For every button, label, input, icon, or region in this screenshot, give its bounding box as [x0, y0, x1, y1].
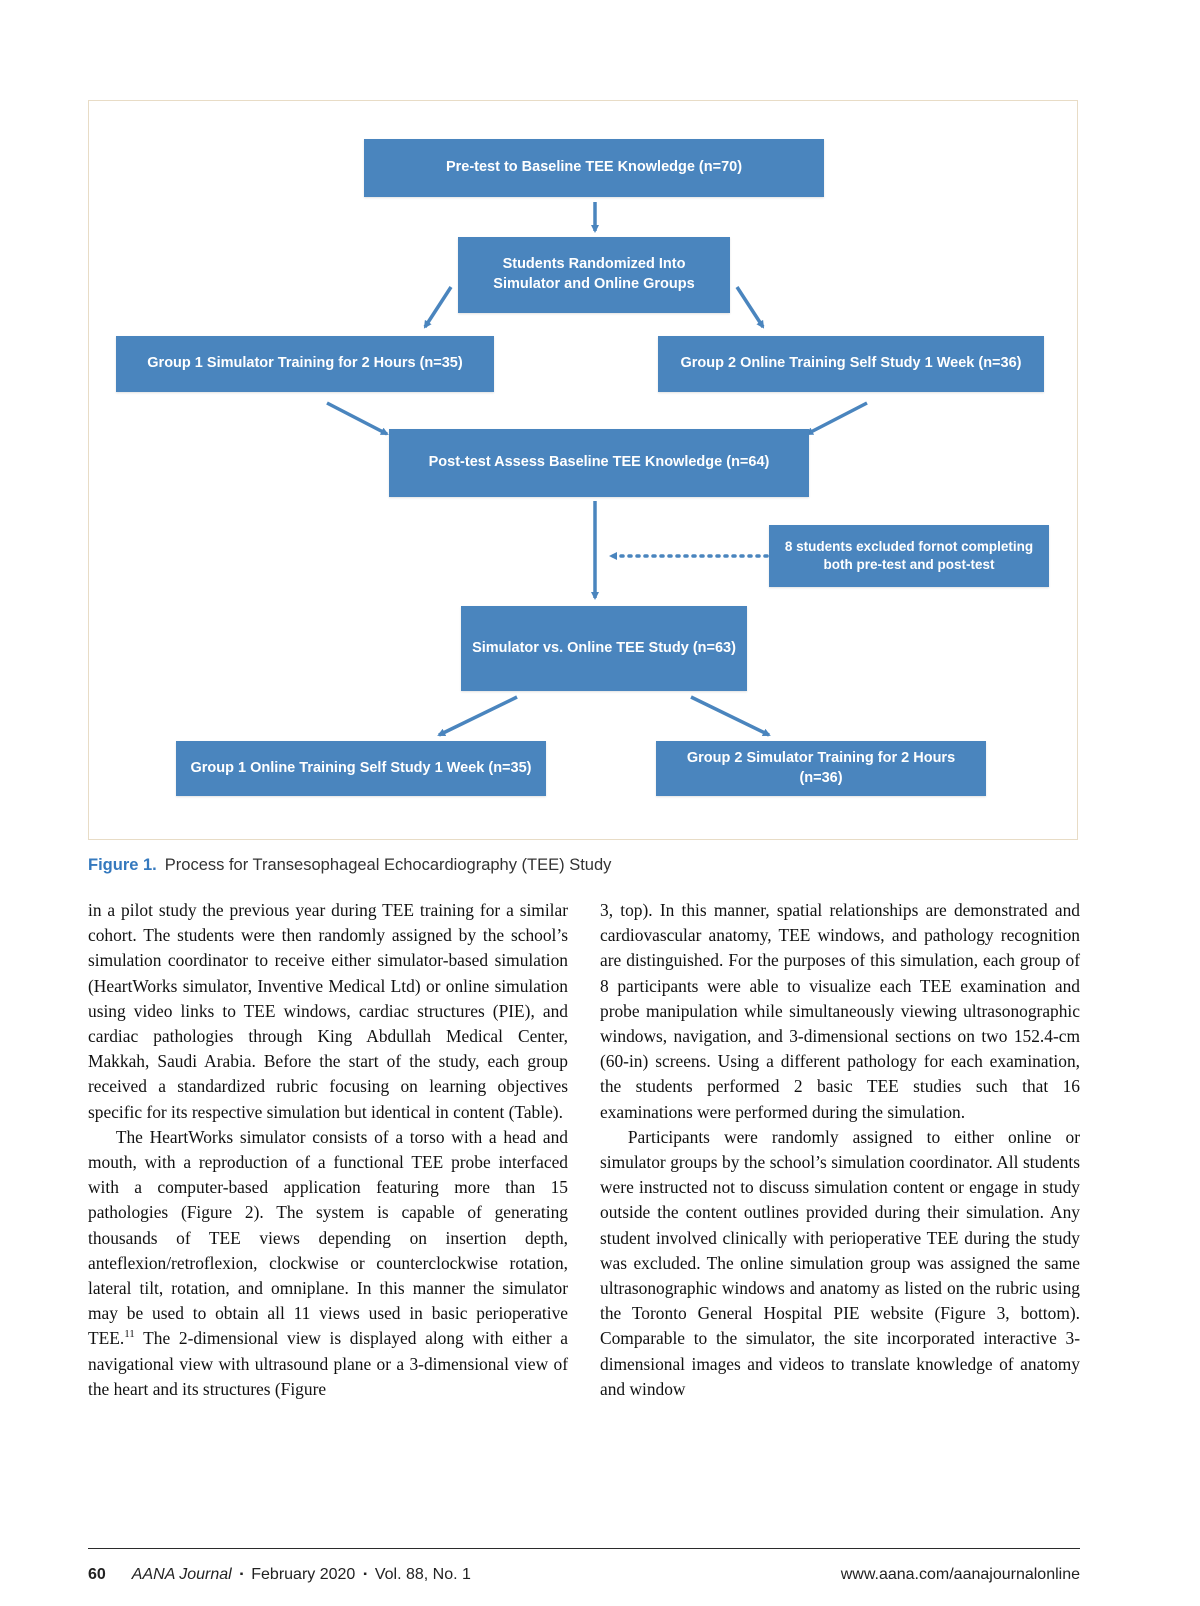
figure-panel: Pre-test to Baseline TEE Knowledge (n=70… — [88, 100, 1078, 840]
flowchart-box-group2-simulator: Group 2 Simulator Training for 2 Hours (… — [656, 741, 986, 796]
journal-name: AANA Journal — [131, 1566, 232, 1583]
footer-separator-icon: ▪ — [239, 1569, 244, 1580]
figure-caption-label: Figure 1. — [88, 856, 157, 874]
arrow-randomized-to-group2 — [735, 286, 765, 329]
footer-separator-icon: ▪ — [363, 1569, 367, 1580]
flowchart-box-study: Simulator vs. Online TEE Study (n=63) — [461, 606, 747, 691]
footer-left: 60 AANA Journal ▪ February 2020 ▪ Vol. 88, No… — [88, 1566, 471, 1584]
arrow-study-to-group1online — [437, 695, 518, 737]
volume-number: Vol. 88, No. 1 — [374, 1566, 471, 1583]
flowchart: Pre-test to Baseline TEE Knowledge (n=70… — [89, 101, 1077, 839]
left-paragraph-2-text-b: The 2-dimensional view is displayed alon… — [88, 1328, 568, 1399]
flowchart-box-group1-simulator: Group 1 Simulator Training for 2 Hours (… — [116, 336, 494, 392]
issue-date: February 2020 — [251, 1566, 356, 1583]
left-paragraph-2: The HeartWorks simulator consists of a t… — [88, 1125, 568, 1402]
flowchart-box-randomized: Students Randomized Into Simulator and O… — [458, 237, 730, 313]
left-paragraph-2-text-a: The HeartWorks simulator consists of a t… — [88, 1126, 568, 1349]
flowchart-box-group1-online: Group 1 Online Training Self Study 1 Wee… — [176, 741, 546, 796]
right-column: 3, top). In this manner, spatial relatio… — [600, 898, 1080, 1402]
right-paragraph-2: Participants were randomly assigned to e… — [600, 1126, 1080, 1399]
arrow-randomized-to-group1 — [423, 286, 453, 329]
left-column: in a pilot study the previous year durin… — [88, 898, 568, 1402]
arrow-group2-to-posttest — [805, 401, 868, 436]
body-columns: in a pilot study the previous year durin… — [88, 898, 1080, 1402]
reference-superscript: 11 — [124, 1328, 135, 1341]
left-paragraph-1: in a pilot study the previous year durin… — [88, 900, 568, 1122]
page-footer: 60 AANA Journal ▪ February 2020 ▪ Vol. 88, No… — [88, 1548, 1080, 1584]
journal-url: www.aana.com/aanajournalonline — [840, 1566, 1080, 1583]
right-paragraph-1: 3, top). In this manner, spatial relatio… — [600, 900, 1080, 1122]
flowchart-box-excluded: 8 students excluded fornot completing bo… — [769, 525, 1049, 587]
flowchart-box-pretest: Pre-test to Baseline TEE Knowledge (n=70… — [364, 139, 824, 197]
flowchart-box-posttest: Post-test Assess Baseline TEE Knowledge … — [389, 429, 809, 497]
figure-caption-text: Process for Transesophageal Echocardiogr… — [164, 856, 612, 874]
page-number: 60 — [88, 1566, 106, 1583]
arrow-group1-to-posttest — [326, 401, 389, 436]
figure-caption: Figure 1. Process for Transesophageal Ech… — [88, 856, 1080, 875]
flowchart-arrows — [326, 202, 868, 737]
arrow-study-to-group2sim — [690, 695, 771, 737]
flowchart-box-group2-online: Group 2 Online Training Self Study 1 Wee… — [658, 336, 1044, 392]
